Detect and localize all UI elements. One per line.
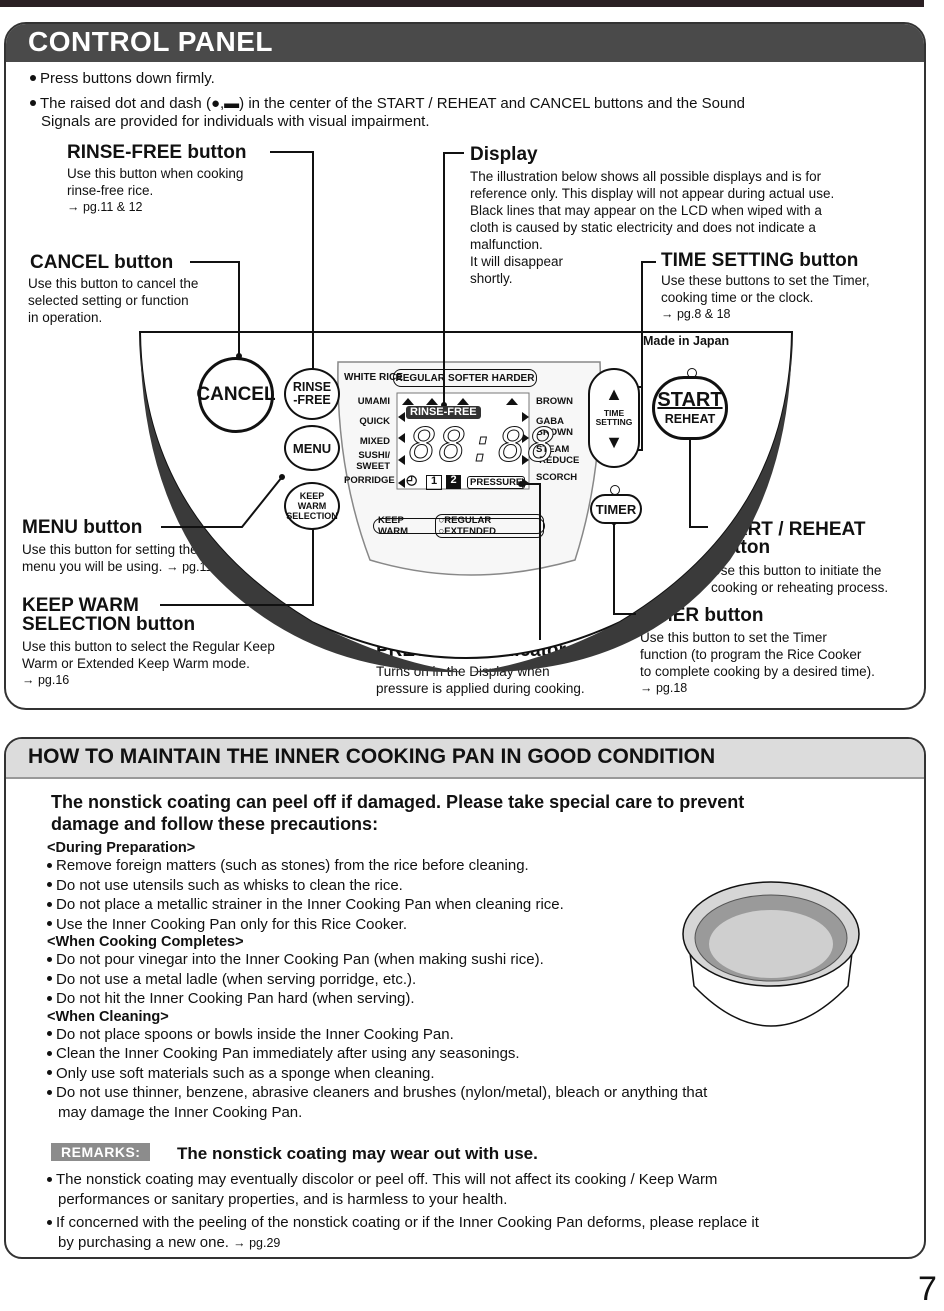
maintain-panel-frame [4, 737, 926, 1259]
keep-warm-mode-indicator: KEEP WARM ○REGULAR ○EXTENDED [373, 514, 545, 538]
lcd-digits: 88:88 [408, 418, 558, 473]
remarks-title: The nonstick coating may wear out with u… [177, 1144, 538, 1163]
remarks-badge: REMARKS: [51, 1143, 151, 1162]
note-3: Signals are provided for individuals wit… [41, 113, 430, 130]
list-item: Do not use thinner, benzene, abrasive cl… [47, 1083, 847, 1103]
timer-button[interactable]: TIMER [590, 494, 642, 524]
top-rule [0, 0, 924, 7]
texture-selector: REGULAR SOFTER HARDER [393, 369, 537, 387]
timer-callout-desc: Use this button to set the Timer functio… [640, 630, 875, 695]
up-arrow-icon: ▲ [605, 384, 623, 404]
list-item: Remove foreign matters (such as stones) … [47, 856, 687, 876]
rinse-free-callout-title: RINSE-FREE button [67, 142, 247, 163]
list-item-continued: by purchasing a new one. → pg.29 [58, 1233, 281, 1251]
rinse-free-button[interactable]: RINSE-FREE [284, 368, 340, 420]
list-item: Do not place a metallic strainer in the … [47, 895, 687, 915]
maintain-title: HOW TO MAINTAIN THE INNER COOKING PAN IN… [28, 745, 716, 768]
keep-warm-callout-title: KEEP WARM SELECTION button [22, 595, 196, 635]
down-arrow-icon: ▼ [605, 432, 623, 452]
section-heading: <When Cleaning> [47, 1008, 169, 1025]
start-reheat-button[interactable]: START REHEAT [652, 376, 728, 440]
white-rice-label: WHITE RICE [344, 372, 403, 383]
note-2: The raised dot and dash (●,▬) in the cen… [30, 95, 745, 113]
list-item: Clean the Inner Cooking Pan immediately … [47, 1044, 687, 1064]
menu-list-left: UMAMI QUICK MIXED SUSHI/ SWEET PORRIDGE [344, 396, 395, 486]
list-item-continued: may damage the Inner Cooking Pan. [58, 1103, 303, 1121]
list-item: Do not place spoons or bowls inside the … [47, 1025, 687, 1045]
time-setting-callout-desc: Use these buttons to set the Timer, cook… [661, 273, 870, 321]
menu-button[interactable]: MENU [284, 425, 340, 471]
page-number: 7 [918, 1270, 937, 1308]
list-item: Do not use utensils such as whisks to cl… [47, 876, 687, 896]
inner-cooking-pan-illustration [682, 881, 860, 1027]
precautions-list: <During Preparation> Remove foreign matt… [47, 840, 707, 1122]
list-item-continued: performances or sanitary properties, and… [58, 1190, 508, 1208]
cancel-button[interactable]: CANCEL [196, 357, 276, 433]
lcd-two-indicator: 2 [446, 475, 461, 489]
control-panel-header: CONTROL PANEL [6, 24, 924, 62]
section-heading: <During Preparation> [47, 840, 196, 856]
maintain-lead: The nonstick coating can peel off if dam… [51, 792, 745, 834]
list-item: Do not use a metal ladle (when serving p… [47, 970, 687, 990]
menu-callout-desc: Use this button for setting the menu you… [22, 542, 213, 574]
note-1: Press buttons down firmly. [30, 70, 215, 88]
menu-list-right: BROWN GABA BROWN STEAM -REDUCE SCORCH [536, 396, 580, 483]
list-item: If concerned with the peeling of the non… [47, 1213, 917, 1233]
display-callout-desc: The illustration below shows all possibl… [470, 169, 835, 286]
control-panel-frame [4, 22, 926, 710]
start-reheat-callout-desc: Use this button to initiate the cooking … [711, 563, 889, 595]
lcd-one-indicator: 1 [426, 475, 442, 490]
list-item: Do not pour vinegar into the Inner Cooki… [47, 950, 687, 970]
time-setting-callout-title: TIME SETTING button [661, 250, 859, 271]
control-panel-title: CONTROL PANEL [28, 26, 274, 57]
time-setting-button[interactable]: ▲ TIME SETTING ▼ [588, 368, 640, 468]
section-heading: <When Cooking Completes> [47, 934, 244, 950]
menu-callout-title: MENU button [22, 517, 143, 538]
made-in-label: Made in Japan [643, 334, 730, 348]
cancel-callout-desc: Use this button to cancel the selected s… [28, 276, 199, 325]
keep-warm-callout-desc: Use this button to select the Regular Ke… [22, 639, 275, 687]
rinse-free-callout-desc: Use this button when cooking rinse-free … [67, 166, 244, 214]
clock-icon: ◴ [406, 472, 418, 487]
control-panel-illustration [138, 151, 794, 673]
lcd-rinse-free-indicator: RINSE-FREE [406, 406, 481, 419]
remarks-list: The nonstick coating may eventually disc… [47, 1170, 917, 1253]
maintain-panel-header: HOW TO MAINTAIN THE INNER COOKING PAN IN… [6, 739, 924, 779]
lcd-pressure-indicator: PRESSURE [467, 476, 526, 489]
list-item: The nonstick coating may eventually disc… [47, 1170, 917, 1190]
list-item: Do not hit the Inner Cooking Pan hard (w… [47, 989, 687, 1009]
list-item: Only use soft materials such as a sponge… [47, 1064, 687, 1084]
list-item: Use the Inner Cooking Pan only for this … [47, 915, 687, 935]
display-callout-title: Display [470, 144, 538, 165]
cancel-callout-title: CANCEL button [30, 252, 174, 273]
